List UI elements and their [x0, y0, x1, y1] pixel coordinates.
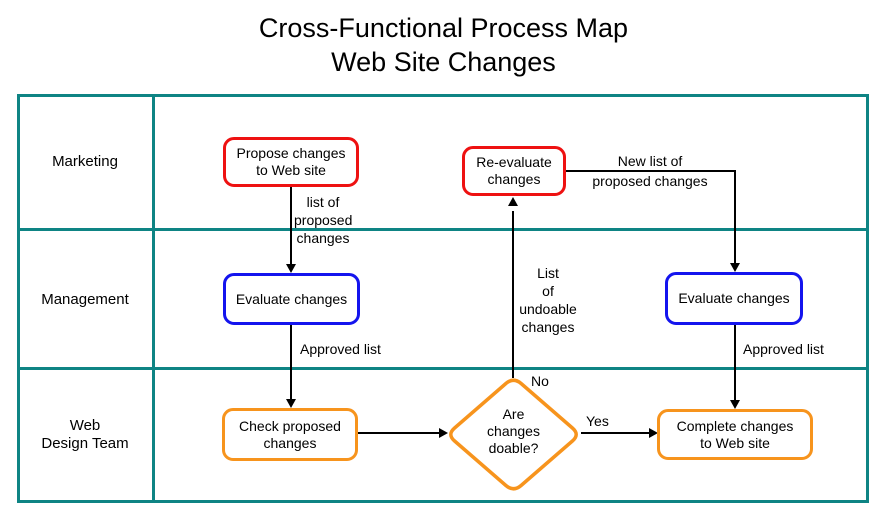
swimlane-table-border: [17, 94, 869, 503]
flow-line-reevaluate-to-evaluate-horizontal: [566, 170, 736, 172]
process-box-complete-changes: Complete changes to Web site: [657, 409, 813, 460]
process-box-evaluate-changes-left: Evaluate changes: [223, 273, 360, 325]
swimlane-label-web-design-team: Web Design Team: [41, 417, 129, 452]
process-box-reevaluate-changes: Re-evaluate changes: [462, 146, 566, 196]
page-title-line1: Cross-Functional Process Map: [258, 13, 629, 43]
flow-line-evaluate-to-complete: [734, 325, 736, 402]
flow-line-propose-to-evaluate: [290, 187, 292, 267]
edge-label-approved-list-right: Approved list: [743, 341, 824, 357]
page-title-line2: Web Site Changes: [331, 47, 556, 77]
flow-line-check-to-decision: [358, 432, 440, 434]
arrowhead-right-icon: [649, 428, 658, 438]
flow-line-evaluate-to-check: [290, 325, 292, 402]
page-title: Cross-Functional Process Map Web Site Ch…: [0, 11, 887, 79]
process-box-propose-changes: Propose changes to Web site: [223, 137, 359, 187]
arrowhead-up-icon: [508, 197, 518, 206]
edge-label-list-of-undoable-changes: List of undoable changes: [519, 265, 577, 335]
lane-divider-management-webdesign: [17, 367, 869, 370]
decision-diamond-text: Are changes doable?: [487, 406, 540, 456]
swimlane-label-column-divider: [152, 94, 155, 503]
arrowhead-down-icon: [730, 263, 740, 272]
edge-label-no: No: [531, 373, 549, 389]
edge-label-list-of-proposed-changes: list of proposed changes: [294, 194, 353, 246]
process-box-check-proposed-changes: Check proposed changes: [222, 408, 358, 461]
decision-diamond-shape: [449, 378, 578, 491]
flow-line-decision-no-to-reevaluate: [512, 211, 514, 378]
swimlane-label-management: Management: [41, 291, 129, 308]
arrowhead-right-icon: [439, 428, 448, 438]
arrowhead-down-icon: [286, 399, 296, 408]
process-box-evaluate-changes-right: Evaluate changes: [665, 272, 803, 325]
flow-line-decision-yes-to-complete: [581, 432, 650, 434]
edge-label-yes: Yes: [586, 413, 609, 429]
flow-line-reevaluate-to-evaluate-vertical: [734, 170, 736, 265]
lane-divider-marketing-management: [17, 228, 869, 231]
edge-label-approved-list-left: Approved list: [300, 341, 381, 357]
arrowhead-down-icon: [286, 264, 296, 273]
arrowhead-down-icon: [730, 400, 740, 409]
swimlane-label-marketing: Marketing: [52, 153, 118, 170]
edge-label-new-list-of-proposed-changes: New list of proposed changes: [592, 153, 708, 189]
